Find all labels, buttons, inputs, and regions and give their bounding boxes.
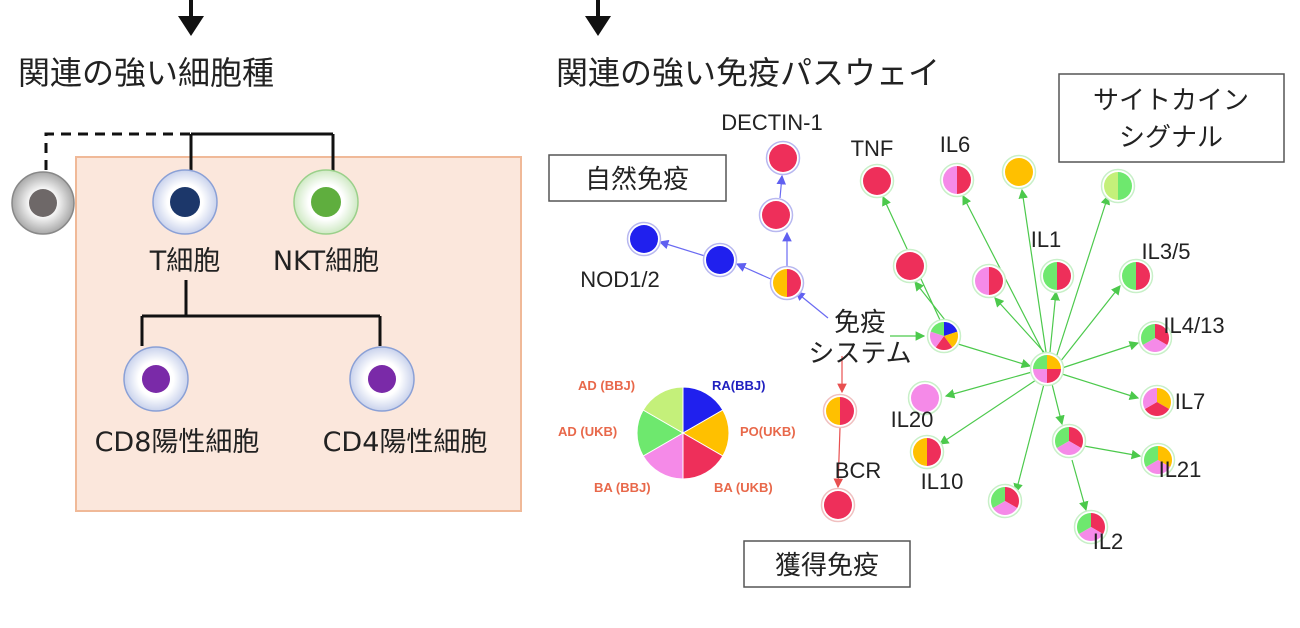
label-il10: IL10 (921, 469, 964, 494)
node-dectin-mid (758, 197, 794, 233)
hub-label-line2: システム (808, 339, 911, 369)
acquired-edges (833, 356, 847, 489)
legend-wedge-ba-bbj (642, 432, 684, 480)
legend-wedge-ra-bbj (682, 386, 724, 434)
legend-ba-bbj: BA (BBJ) (594, 480, 651, 495)
t-cell-label: T細胞 (149, 246, 221, 277)
node-nod-mid (702, 242, 738, 278)
pathway-nodes (626, 140, 1176, 545)
legend-ad-bbj: AD (BBJ) (578, 378, 635, 393)
top-arrow-right (585, 0, 611, 36)
node-bcr-mid (822, 393, 858, 429)
node-il2 (1073, 509, 1109, 545)
label-tnf: TNF (851, 136, 894, 161)
cd4-cell-label: CD4陽性細胞 (323, 427, 488, 458)
node-il21 (1140, 442, 1176, 478)
node-mid-red (892, 248, 928, 284)
label-il6: IL6 (940, 132, 971, 157)
cytokine-box-line1: サイトカイン (1093, 86, 1249, 116)
label-il1: IL1 (1031, 227, 1062, 252)
label-il2: IL2 (1093, 529, 1124, 554)
legend-wedge-ba-ukb (682, 432, 724, 480)
legend-ra-bbj: RA(BBJ) (712, 378, 765, 393)
label-il413: IL4/13 (1163, 313, 1224, 338)
cell-tree-lines (140, 132, 382, 346)
node-pink-mid (971, 263, 1007, 299)
label-il21: IL21 (1159, 457, 1202, 482)
cytokine-box-line2: シグナル (1119, 123, 1223, 153)
node-nod (626, 221, 662, 257)
innate-box: 自然免疫 (548, 154, 727, 202)
nkt-cell (293, 169, 359, 235)
node-il1 (1039, 258, 1075, 294)
legend-ba-ukb: BA (UKB) (714, 480, 773, 495)
node-top-yellow (1001, 154, 1037, 190)
right-heading: 関連の強い免疫パスウェイ (556, 54, 940, 92)
node-il10 (909, 434, 945, 470)
node-top-green (1100, 168, 1136, 204)
dashed-link (44, 132, 191, 170)
node-il7 (1139, 384, 1175, 420)
node-il35 (1118, 258, 1154, 294)
node-innate-root (769, 265, 805, 301)
acquired-box-label: 獲得免疫 (775, 551, 879, 581)
node-cytokine-root (926, 318, 962, 354)
label-nod: NOD1/2 (580, 267, 659, 292)
node-il413 (1137, 320, 1173, 356)
node-dectin (765, 140, 801, 176)
node-tnf (859, 163, 895, 199)
label-bcr: BCR (835, 458, 881, 483)
node-bcr (820, 487, 856, 523)
node-il20 (907, 380, 943, 416)
legend-wedge-po-ukb (682, 409, 730, 457)
cd8-cell (123, 346, 189, 412)
node-cytokine-hub (1029, 351, 1065, 387)
hub-label-line1: 免疫 (834, 308, 886, 338)
acquired-box: 獲得免疫 (743, 540, 911, 588)
innate-box-label: 自然免疫 (585, 165, 689, 195)
legend-ad-ukb: AD (UKB) (558, 424, 617, 439)
t-cell (152, 169, 218, 235)
cytokine-edges (882, 188, 1142, 512)
innate-edges (658, 174, 829, 319)
top-arrow-left (178, 0, 204, 36)
legend-wedge-ad-bbj (642, 386, 684, 434)
label-dectin: DECTIN-1 (721, 110, 822, 135)
legend-po-ukb: PO(UKB) (740, 424, 796, 439)
left-heading: 関連の強い細胞種 (18, 54, 274, 92)
label-il35: IL3/5 (1142, 239, 1191, 264)
legend-wedge-ad-ukb (636, 409, 684, 457)
node-il2-mid (1051, 423, 1087, 459)
node-il10-low (987, 483, 1023, 519)
label-il7: IL7 (1175, 389, 1206, 414)
gray-cell (11, 171, 75, 235)
cd4-cell (349, 346, 415, 412)
node-il6 (939, 162, 975, 198)
nkt-cell-label: NKT細胞 (273, 246, 379, 277)
legend-pie (636, 386, 730, 480)
cytokine-box: サイトカイン シグナル (1058, 73, 1285, 163)
label-il20: IL20 (891, 407, 934, 432)
cd8-cell-label: CD8陽性細胞 (95, 427, 260, 458)
